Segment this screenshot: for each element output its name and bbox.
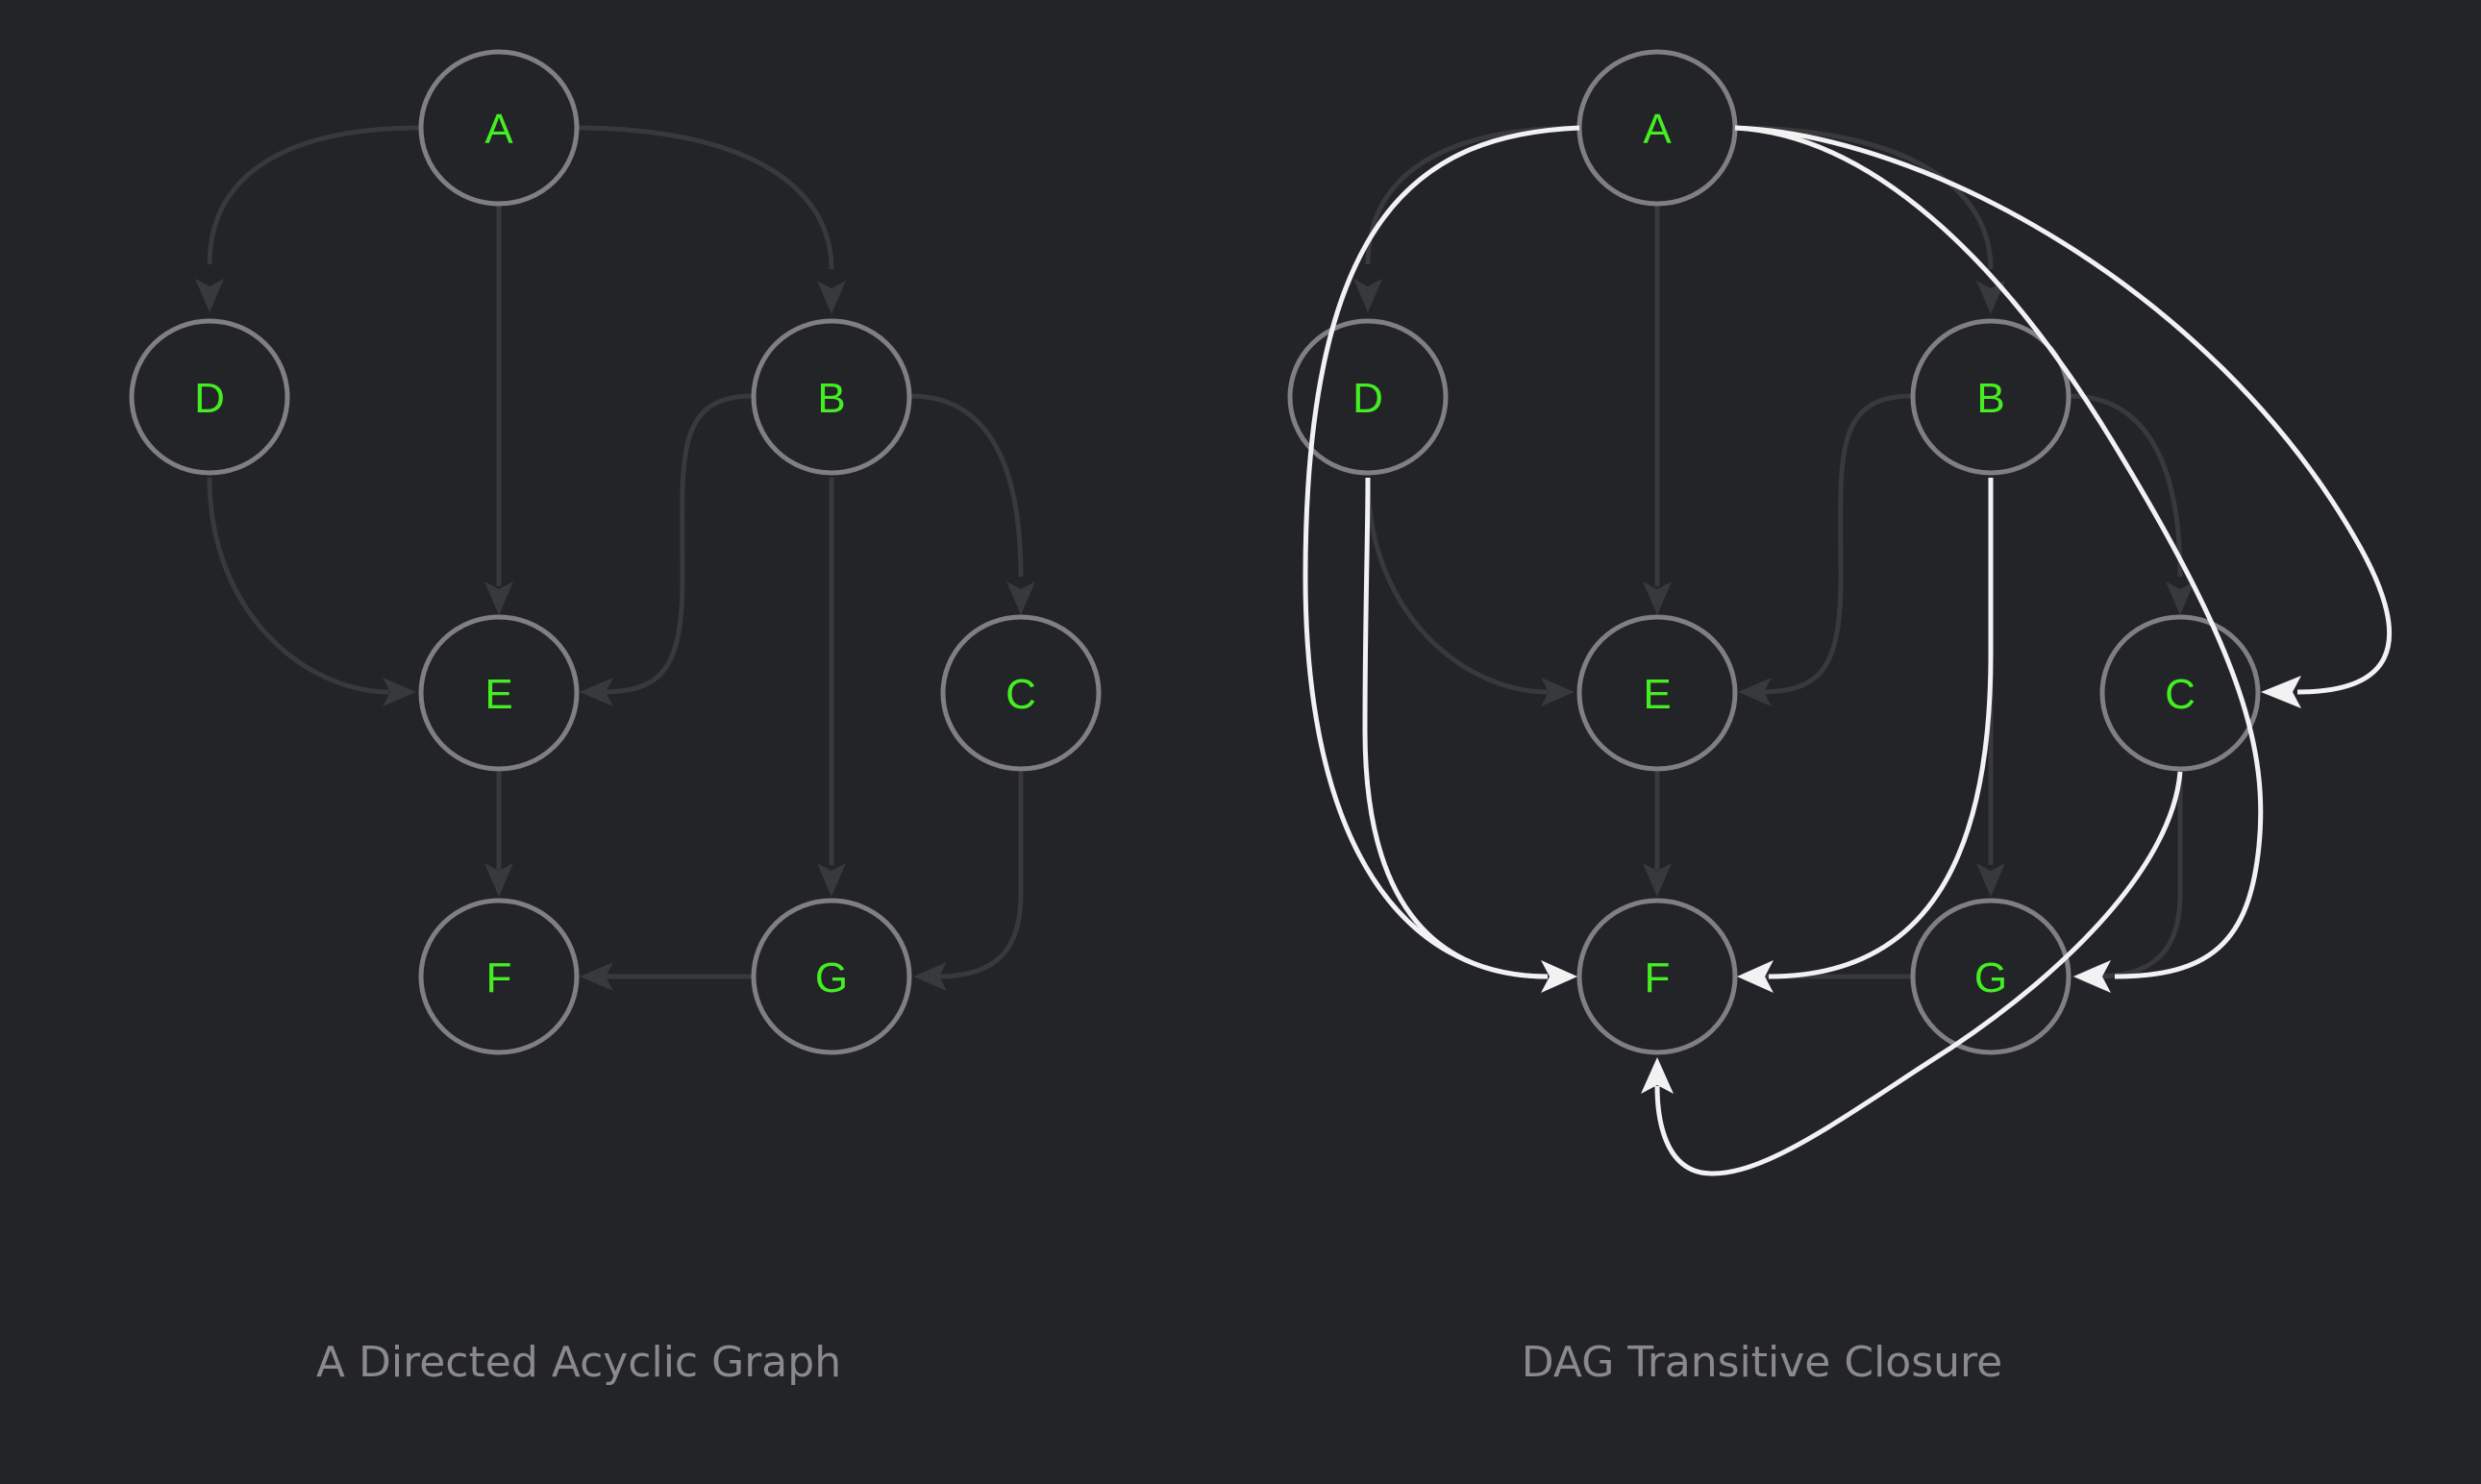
closure-edge-a-f-head xyxy=(1541,960,1577,993)
node-label: B xyxy=(1976,375,2004,422)
node-g: G xyxy=(1910,898,2072,1055)
node-g: G xyxy=(751,898,912,1055)
closure-edge-a-g xyxy=(1734,125,2264,979)
edge-c-g xyxy=(936,772,1024,979)
closure-edge-c-f xyxy=(1654,771,2183,1176)
node-label: A xyxy=(1643,106,1672,153)
edge-a-d xyxy=(207,125,422,265)
closure-edge-a-f xyxy=(1303,125,1580,979)
edge-b-e-head xyxy=(1738,678,1772,706)
node-e: E xyxy=(1576,614,1738,772)
node-c: C xyxy=(2099,614,2261,772)
edge-d-e xyxy=(1365,477,1549,695)
edge-b-e-head xyxy=(580,678,613,706)
edge-e-f-head xyxy=(1643,863,1672,897)
edge-b-c-head xyxy=(1006,581,1035,615)
node-label: E xyxy=(1643,671,1671,718)
edge-e-f-head xyxy=(484,863,513,897)
edge-c-g-head xyxy=(913,962,947,991)
dag-edges xyxy=(195,125,1035,991)
edge-d-e xyxy=(207,477,390,695)
edge-b-g-head xyxy=(1976,863,2005,897)
closure-edge-a-g-head xyxy=(2073,960,2111,993)
node-b: B xyxy=(751,318,912,476)
node-label: D xyxy=(194,375,225,422)
edge-b-c-head xyxy=(2166,581,2195,615)
closure-edge-b-f xyxy=(1768,478,1994,979)
node-label: A xyxy=(484,106,513,153)
node-label: C xyxy=(2165,671,2196,718)
node-c: C xyxy=(940,614,1102,772)
edge-b-e xyxy=(1758,393,1913,695)
node-label: B xyxy=(817,375,845,422)
dag-nodes: A D B E C F G xyxy=(129,49,1102,1055)
edge-d-e-head xyxy=(383,678,416,706)
node-label: E xyxy=(484,671,512,718)
node-label: F xyxy=(1645,954,1671,1002)
node-f: F xyxy=(1576,898,1738,1055)
dag-diagram: A D B E C F G xyxy=(129,49,1102,1387)
closure-edge-c-f-head xyxy=(1641,1057,1674,1094)
node-e: E xyxy=(418,614,580,772)
edge-a-b-head xyxy=(817,281,846,314)
edge-a-e-head xyxy=(1643,581,1672,615)
node-label: G xyxy=(815,954,848,1002)
closure-edge-a-c-head xyxy=(2261,676,2301,708)
edge-a-b xyxy=(576,125,834,270)
node-label: G xyxy=(1974,954,2007,1002)
closure-base-edges xyxy=(1353,125,2195,991)
node-a: A xyxy=(1576,49,1738,207)
node-b: B xyxy=(1910,318,2072,476)
edge-b-c xyxy=(909,393,1024,578)
closure-diagram: A D B E C F G xyxy=(1287,49,2393,1387)
node-label: C xyxy=(1005,671,1036,718)
node-label: F xyxy=(486,954,512,1002)
edge-a-d-head xyxy=(1353,279,1382,312)
edge-a-d-head xyxy=(195,279,224,312)
node-label: D xyxy=(1352,375,1383,422)
diagram-caption: DAG Transitive Closure xyxy=(1522,1338,2002,1387)
closure-edges xyxy=(1303,125,2393,1176)
edge-a-e-head xyxy=(484,581,513,615)
diagram-caption: A Directed Acyclic Graph xyxy=(316,1338,841,1387)
node-f: F xyxy=(418,898,580,1055)
node-a: A xyxy=(418,49,580,207)
node-d: D xyxy=(129,318,290,476)
closure-edge-a-c xyxy=(1734,125,2393,695)
edge-g-f-head xyxy=(580,962,613,991)
edge-a-b xyxy=(1734,125,1994,270)
edge-d-e-head xyxy=(1541,678,1575,706)
closure-edge-d-f xyxy=(1362,477,1549,979)
closure-nodes: A D B E C F G xyxy=(1287,49,2261,1055)
closure-edge-b-f-head xyxy=(1737,960,1774,993)
edge-a-b-head xyxy=(1976,281,2005,314)
edge-b-g-head xyxy=(817,863,846,897)
edge-b-e xyxy=(600,393,754,695)
edge-b-c xyxy=(2069,393,2183,578)
node-d: D xyxy=(1287,318,1449,476)
